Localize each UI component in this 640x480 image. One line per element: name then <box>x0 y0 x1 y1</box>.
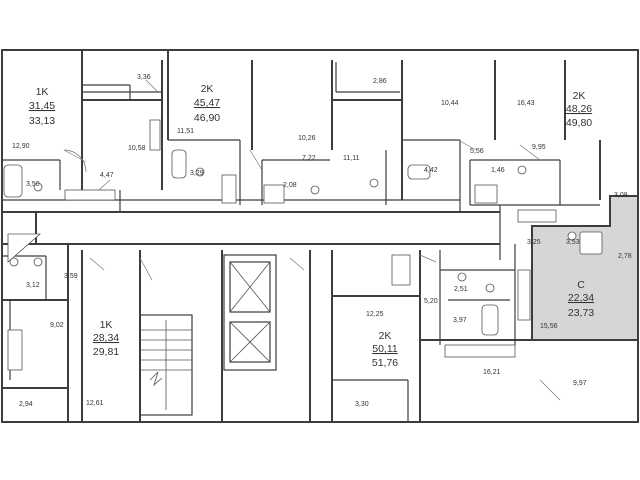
room-area: 9,97 <box>573 380 587 387</box>
room-area: 12,61 <box>86 400 104 407</box>
svg-text:2K: 2K <box>379 330 392 342</box>
room-area: 3,36 <box>137 74 151 81</box>
room-area: 3,53 <box>566 239 580 246</box>
svg-text:33,13: 33,13 <box>29 115 55 127</box>
room-area: 16,43 <box>517 100 535 107</box>
room-area: 2,86 <box>373 78 387 85</box>
svg-text:C: C <box>577 279 585 291</box>
room-area: 3,30 <box>355 401 369 408</box>
elevator-core <box>223 254 277 371</box>
room-area: 3,25 <box>527 239 541 246</box>
room-area: 15,56 <box>540 323 558 330</box>
room-area: 3,12 <box>26 282 40 289</box>
room-area: 16,21 <box>483 369 501 376</box>
room-area: 3,08 <box>614 192 628 199</box>
apartment-label-a3: 2K 48,26 49,80 <box>566 90 592 129</box>
room-area: 12,90 <box>12 143 30 150</box>
svg-text:49,80: 49,80 <box>566 117 592 129</box>
room-area: 9,02 <box>50 322 64 329</box>
room-areas: 3,36 12,90 10,58 3,50 4,47 11,51 3,29 10… <box>12 74 632 408</box>
room-area: 4,42 <box>424 167 438 174</box>
room-area: 2,51 <box>454 286 468 293</box>
room-area: 2,08 <box>283 182 297 189</box>
room-area: 11,11 <box>343 155 360 162</box>
svg-text:2K: 2K <box>573 90 586 102</box>
doors <box>63 79 561 401</box>
room-area: 10,26 <box>298 135 316 142</box>
room-area: 10,58 <box>128 145 146 152</box>
bath-fixtures <box>3 119 603 371</box>
svg-text:1K: 1K <box>100 319 113 331</box>
bottom-partitions <box>2 244 532 422</box>
svg-text:2K: 2K <box>201 83 214 95</box>
room-area: 2,78 <box>618 253 632 260</box>
room-area: 12,25 <box>366 311 384 318</box>
room-area: 3,97 <box>453 317 467 324</box>
svg-text:23,73: 23,73 <box>568 307 594 319</box>
apartment-label-a4: C 22,34 23,73 <box>568 279 594 319</box>
svg-text:48,26: 48,26 <box>566 103 592 115</box>
room-area: 9,95 <box>532 144 546 151</box>
svg-text:28,34: 28,34 <box>93 332 119 344</box>
svg-text:31,45: 31,45 <box>29 100 55 112</box>
svg-text:29,81: 29,81 <box>93 346 119 358</box>
room-area: 11,51 <box>177 128 194 135</box>
svg-text:46,90: 46,90 <box>194 112 220 124</box>
staircase <box>139 314 193 416</box>
room-area: 3,59 <box>64 273 78 280</box>
room-area: 7,22 <box>302 155 316 162</box>
room-area: 1,46 <box>491 167 505 174</box>
svg-text:45,47: 45,47 <box>194 97 220 109</box>
room-area: 4,47 <box>100 172 114 179</box>
room-area: 3,29 <box>190 170 204 177</box>
room-area: 2,94 <box>19 401 33 408</box>
room-area: 5,56 <box>470 148 484 155</box>
svg-text:51,76: 51,76 <box>372 357 398 369</box>
apartment-label-a2: 2K 45,47 46,90 <box>194 83 220 124</box>
svg-text:22,34: 22,34 <box>568 292 594 304</box>
apartment-label-a1: 1K 31,45 33,13 <box>29 86 55 127</box>
apartment-label-a5: 1K 28,34 29,81 <box>93 319 119 358</box>
svg-text:50,11: 50,11 <box>372 343 398 355</box>
top-partitions <box>2 50 601 260</box>
svg-text:1K: 1K <box>36 86 49 98</box>
room-area: 5,20 <box>424 298 438 305</box>
apartment-label-a6: 2K 50,11 51,76 <box>372 330 398 369</box>
room-area: 3,50 <box>26 181 40 188</box>
room-area: 10,44 <box>441 100 459 107</box>
